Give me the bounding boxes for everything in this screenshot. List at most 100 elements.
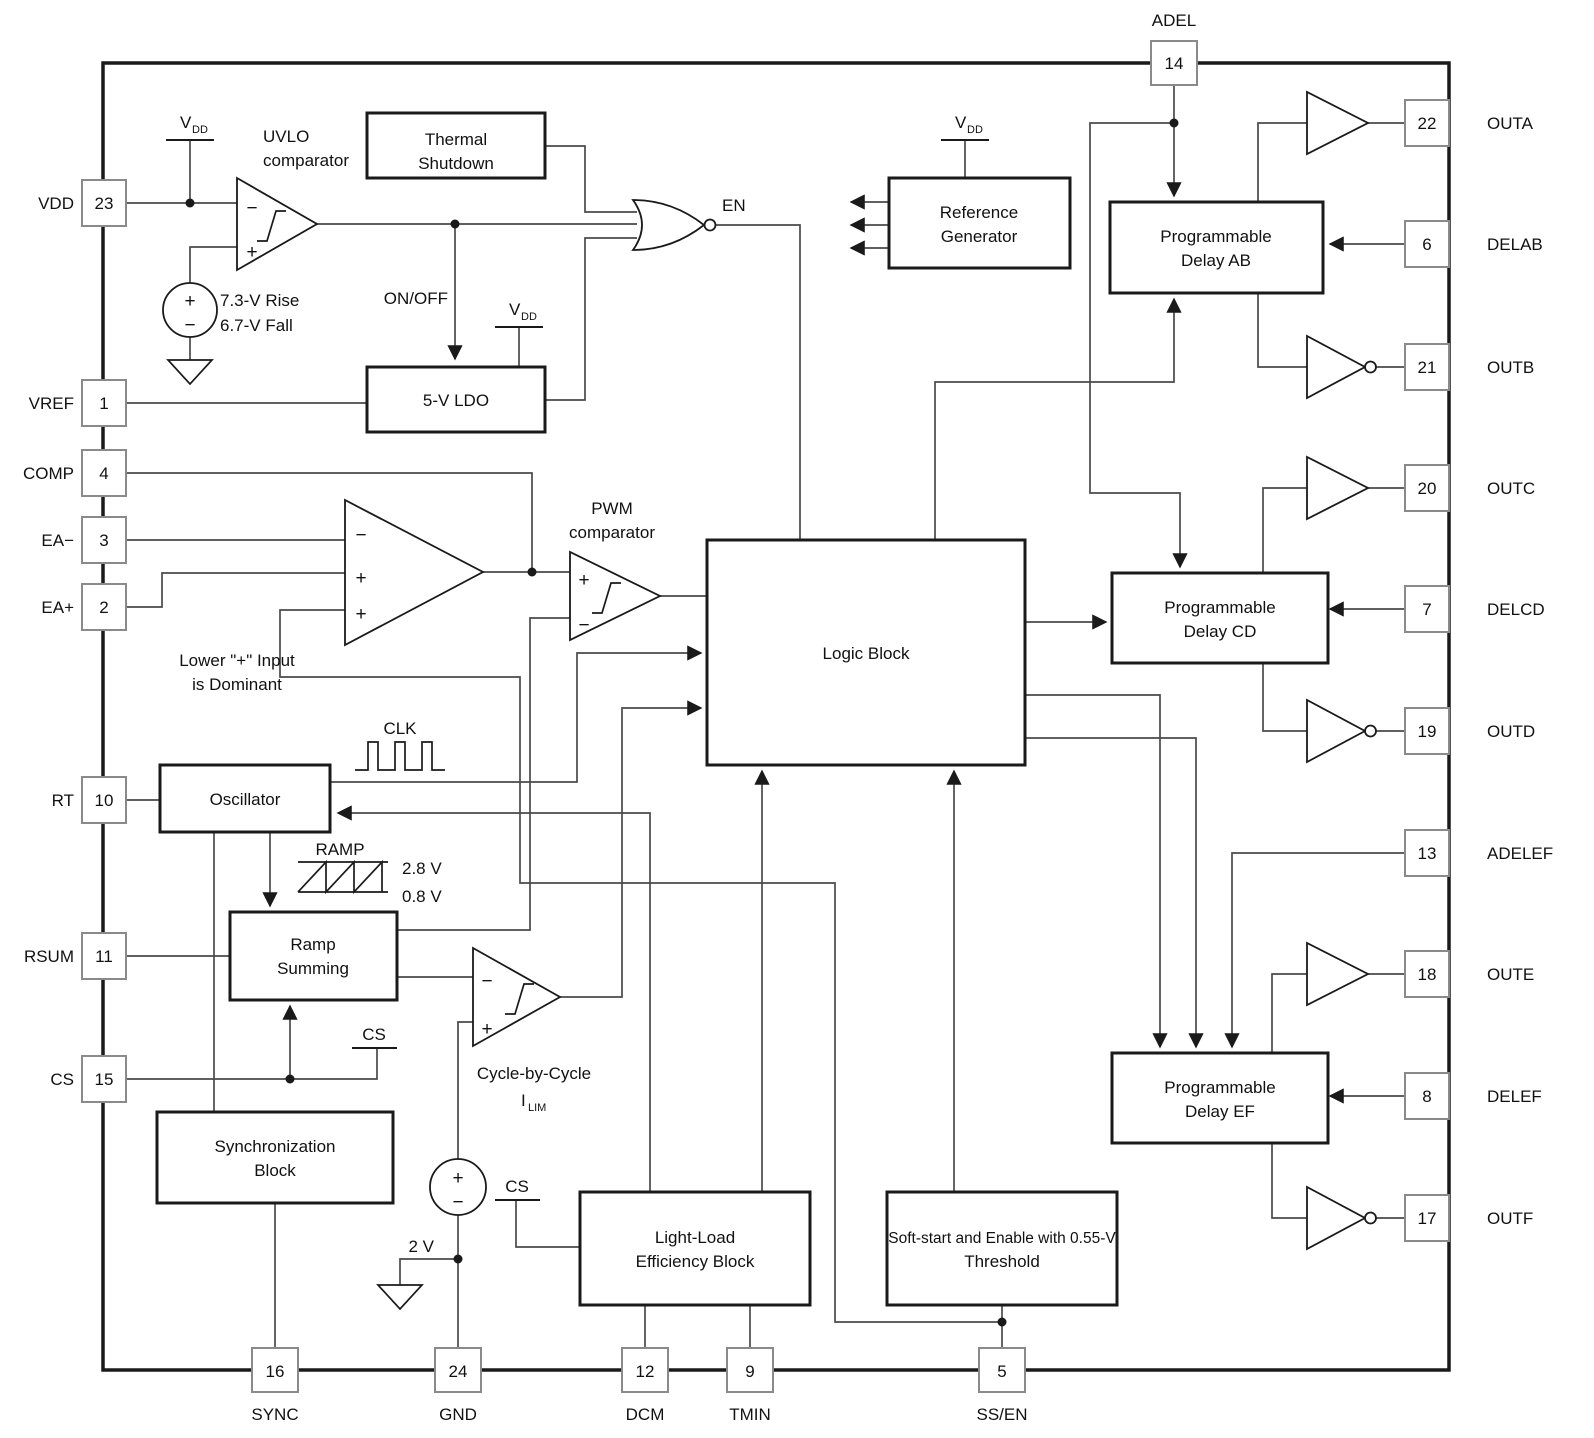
pin-box bbox=[1150, 40, 1198, 86]
block-ldo: 5-V LDO bbox=[365, 365, 547, 434]
enable-gate: EN bbox=[631, 196, 746, 251]
wire-delaycd-to-invd bbox=[1262, 663, 1307, 732]
ramp-summing-box bbox=[228, 910, 399, 1002]
pin-name: COMP bbox=[23, 464, 74, 483]
light-load-label-1: Light-Load bbox=[655, 1228, 735, 1247]
pin-box bbox=[1404, 707, 1450, 755]
pwm-comparator: + − PWM comparator bbox=[569, 499, 663, 642]
pin-outa: 22 OUTA bbox=[1404, 99, 1534, 147]
pin-sync: 16 SYNC bbox=[251, 1347, 299, 1424]
ramp-label: RAMP bbox=[315, 840, 364, 859]
junction-dots bbox=[185, 118, 1179, 1327]
pin-number: 19 bbox=[1418, 722, 1437, 741]
wire-comp bbox=[126, 472, 533, 572]
wire-delayab-to-invb bbox=[1257, 293, 1307, 368]
buffer-icon bbox=[1306, 455, 1370, 521]
pin-box bbox=[1404, 950, 1450, 998]
junction-2v bbox=[453, 1254, 463, 1264]
pin-name: OUTB bbox=[1487, 358, 1534, 377]
uvlo-plus: + bbox=[246, 242, 257, 263]
sync-block-box bbox=[155, 1110, 395, 1205]
delay-ef-box bbox=[1110, 1051, 1330, 1145]
pin-box bbox=[251, 1347, 299, 1393]
or-gate-icon bbox=[631, 199, 706, 251]
pin-number: 15 bbox=[95, 1070, 114, 1089]
pin-outc: 20 OUTC bbox=[1404, 464, 1535, 512]
pin-name: CS bbox=[50, 1070, 74, 1089]
block-delay-ef: Programmable Delay EF bbox=[1110, 1051, 1330, 1145]
wire-lightload-to-osc bbox=[336, 805, 651, 1192]
pin-number: 5 bbox=[997, 1362, 1006, 1381]
pwm-label-1: PWM bbox=[591, 499, 633, 518]
ground-icon bbox=[166, 359, 214, 386]
uvlo-comparator-triangle bbox=[236, 176, 319, 272]
pin-box bbox=[434, 1347, 482, 1393]
error-amplifier: − + + bbox=[344, 498, 485, 647]
uvlo-threshold-source: + − 7.3-V Rise 6.7-V Fall bbox=[162, 282, 299, 386]
cs-flag-label: CS bbox=[362, 1025, 386, 1044]
pin-vref: 1 VREF bbox=[29, 379, 127, 427]
pin-number: 7 bbox=[1422, 600, 1431, 619]
reference-generator-label-2: Generator bbox=[941, 227, 1018, 246]
ea-minus-sign: − bbox=[355, 525, 366, 546]
outa-buffer bbox=[1306, 90, 1370, 156]
pin-name: SS/EN bbox=[976, 1405, 1027, 1424]
block-light-load: Light-Load Efficiency Block bbox=[578, 1190, 812, 1307]
pwm-minus: − bbox=[578, 615, 589, 636]
soft-start-box bbox=[885, 1190, 1119, 1307]
wire-delayef-to-invf bbox=[1271, 1143, 1307, 1219]
pins-left: 23 VDD 1 VREF 4 COMP 3 EA− 2 EA+ 10 RT bbox=[23, 179, 127, 1103]
ramp-low-label: 0.8 V bbox=[402, 887, 442, 906]
pin-number: 3 bbox=[99, 531, 108, 550]
source-plus: + bbox=[452, 1168, 463, 1189]
delay-cd-box bbox=[1110, 571, 1330, 665]
wire-delayab-to-bufa bbox=[1257, 122, 1307, 202]
pin-delef: 8 DELEF bbox=[1404, 1072, 1542, 1120]
pin-name: ADEL bbox=[1152, 11, 1196, 30]
pin-number: 21 bbox=[1418, 358, 1437, 377]
cycle-by-cycle-comparator: − + Cycle-by-Cycle I LIM bbox=[472, 946, 591, 1114]
pin-number: 2 bbox=[99, 598, 108, 617]
pin-box bbox=[81, 932, 127, 980]
ground-icon bbox=[376, 1284, 424, 1311]
error-amp-triangle bbox=[344, 498, 485, 647]
vdd-sub-text: DD bbox=[521, 311, 537, 323]
pin-number: 10 bbox=[95, 791, 114, 810]
pin-number: 8 bbox=[1422, 1087, 1431, 1106]
pin-number: 18 bbox=[1418, 965, 1437, 984]
ea-plus-sign-2: + bbox=[355, 604, 366, 625]
pin-box bbox=[978, 1347, 1026, 1393]
pin-rsum: 11 RSUM bbox=[24, 932, 127, 980]
delay-cd-label-2: Delay CD bbox=[1184, 622, 1257, 641]
pin-box bbox=[81, 179, 127, 227]
clk-label: CLK bbox=[383, 719, 417, 738]
block-logic: Logic Block bbox=[705, 538, 1027, 767]
pin-number: 22 bbox=[1418, 114, 1437, 133]
light-load-box bbox=[578, 1190, 812, 1307]
pin-comp: 4 COMP bbox=[23, 449, 127, 497]
cyc-plus: + bbox=[481, 1019, 492, 1040]
two-volt-source: + − 2 V bbox=[376, 1158, 487, 1311]
two-volt-label: 2 V bbox=[408, 1237, 434, 1256]
reference-generator-label-1: Reference bbox=[940, 203, 1018, 222]
junction-ssen bbox=[997, 1317, 1007, 1327]
block-soft-start: Soft-start and Enable with 0.55-V Thresh… bbox=[885, 1190, 1119, 1307]
ilim-label: I bbox=[521, 1091, 526, 1110]
vdd-text: V bbox=[509, 300, 521, 319]
pin-box bbox=[1404, 829, 1450, 877]
clock-waveform-icon bbox=[355, 741, 445, 771]
junction-onoff bbox=[450, 219, 460, 229]
pin-number: 23 bbox=[95, 194, 114, 213]
pin-vdd: 23 VDD bbox=[38, 179, 127, 227]
wire-logic-to-delayef-1 bbox=[1025, 694, 1168, 1049]
wire-logic-to-delayef-2 bbox=[1025, 737, 1204, 1049]
pin-number: 9 bbox=[745, 1362, 754, 1381]
source-plus: + bbox=[184, 291, 195, 312]
ea-plus-sign-1: + bbox=[355, 568, 366, 589]
rise-label: 7.3-V Rise bbox=[220, 291, 299, 310]
wire-csflag-to-ll bbox=[515, 1200, 580, 1248]
pins-right: 22 OUTA 6 DELAB 21 OUTB 20 OUTC 7 DELCD … bbox=[1404, 99, 1553, 1242]
onoff-label: ON/OFF bbox=[384, 289, 448, 308]
light-load-label-2: Efficiency Block bbox=[636, 1252, 755, 1271]
pin-name: ADELEF bbox=[1487, 844, 1553, 863]
